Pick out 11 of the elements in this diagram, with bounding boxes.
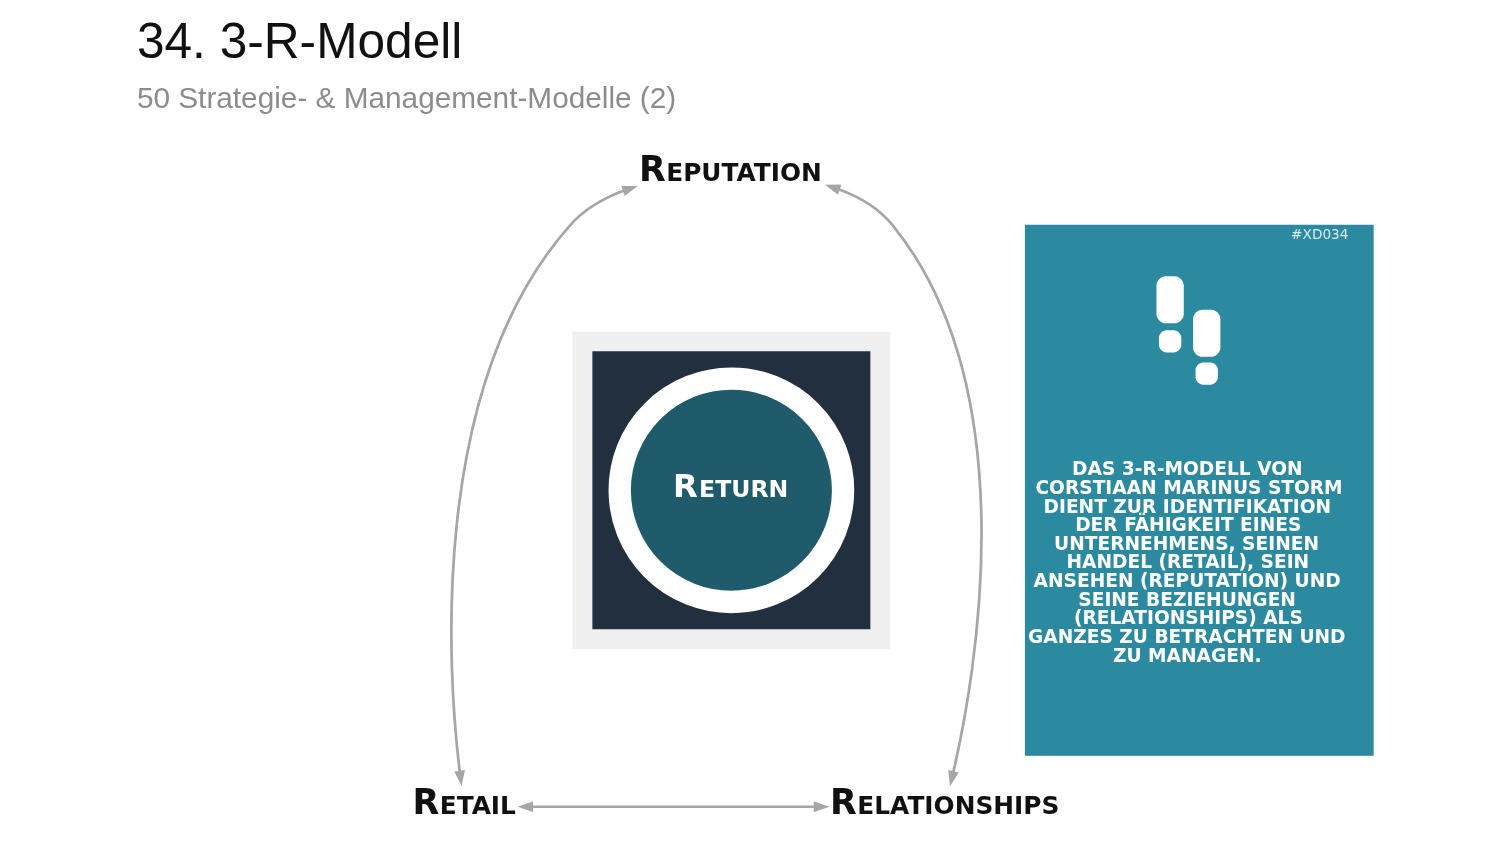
arrow (825, 184, 983, 787)
node-text: REPUTATION (638, 149, 822, 190)
node-text: RELATIONSHIPS (830, 782, 1060, 823)
arrow (517, 801, 830, 813)
arrow (450, 185, 638, 787)
diagram-title: 34. 3-R-Modell (136, 12, 463, 69)
cluster (572, 331, 891, 650)
node-text: RETAIL (412, 782, 516, 823)
label: 50 Strategie- & Management-Modelle (2) (136, 80, 677, 114)
node-circle: RETURN (608, 367, 855, 614)
node-box: #XD034 DAS 3-R-MODELL VON CORSTIAAN MARINUS STORM DIENT ZUR IDENTIFIKATION DER FÄHIGKEIT EINES UNTERNEHMENS, SEINEN HANDEL (RETAIL), SEIN ANSEHEN (REPUTATION) UND SEINE BEZIEHUNGEN (RELATIONSHIPS) ALS GANZES ZU BETRACHTEN UND ZU MANAGEN. (1024, 224, 1374, 756)
